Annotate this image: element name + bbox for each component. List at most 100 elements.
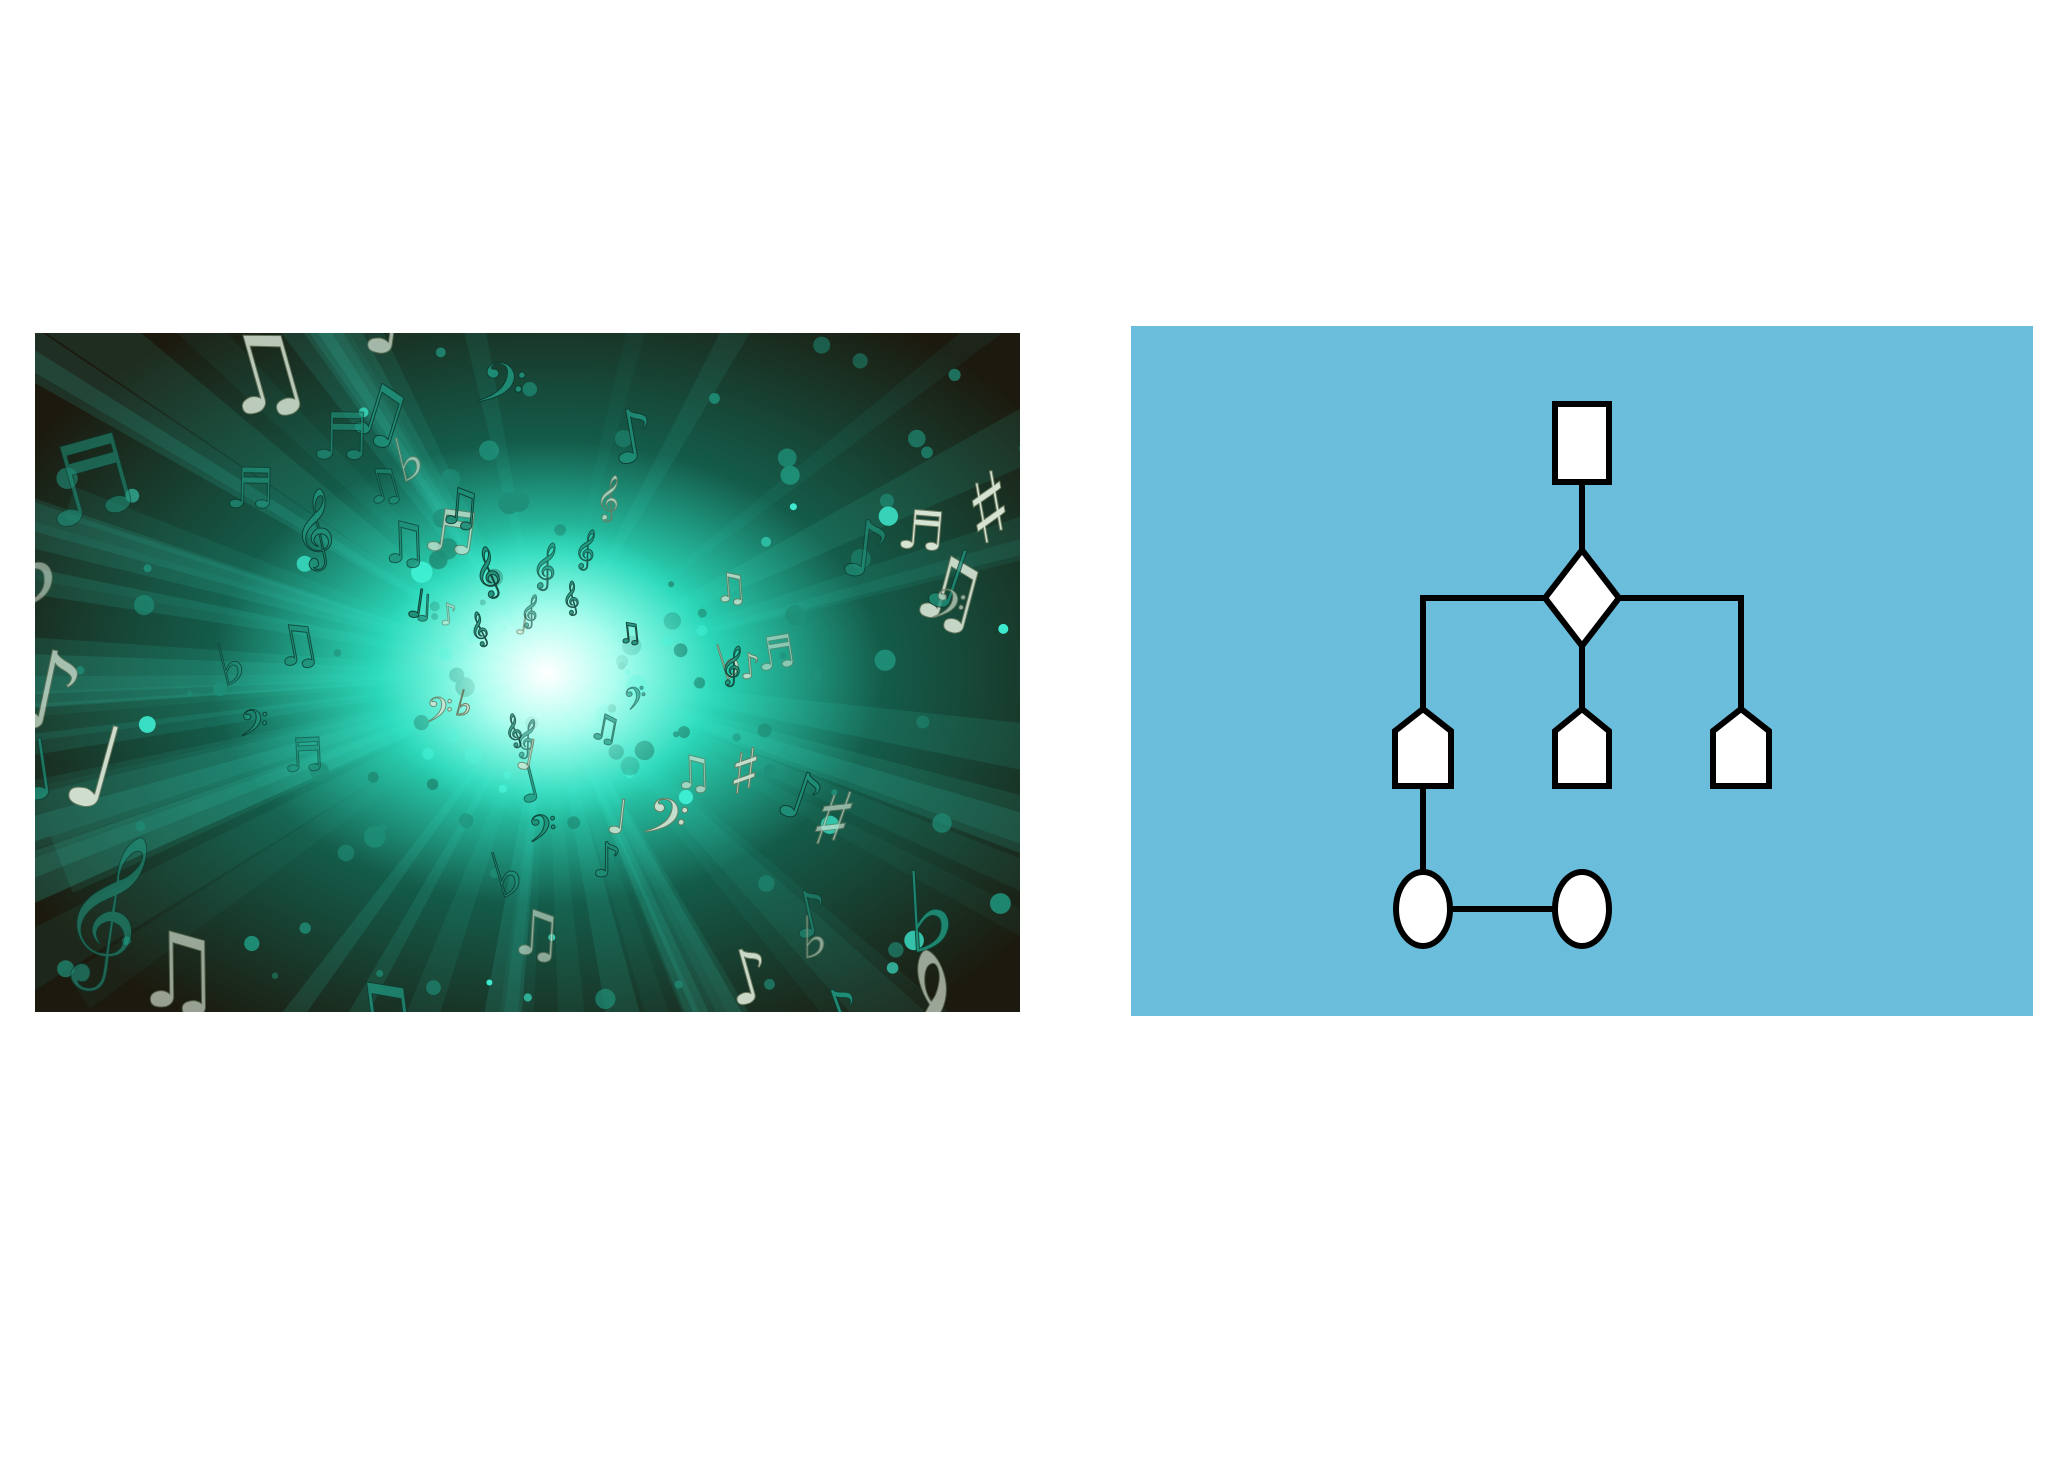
glow-dot: [76, 666, 85, 675]
glow-dot: [878, 506, 899, 526]
music-note-glyph: ♬: [751, 624, 799, 683]
glow-dot: [758, 875, 775, 892]
glow-dot: [125, 488, 140, 503]
music-note-glyph: ♩: [513, 609, 530, 642]
glow-dot: [789, 503, 797, 511]
glow-dot: [187, 690, 193, 697]
connector-decision-right: [1619, 595, 1744, 712]
glow-dot: [299, 922, 311, 934]
music-note-glyph: ♩: [414, 587, 434, 631]
glow-dot: [435, 347, 446, 358]
glow-dot: [810, 669, 822, 681]
music-note-glyph: ♬: [310, 400, 369, 476]
glow-dot: [522, 382, 537, 397]
music-note-glyph: ♪: [591, 833, 622, 889]
glow-dot: [761, 536, 772, 547]
music-note-glyph: ♬: [224, 456, 276, 522]
process-pentagon-left: [1392, 705, 1454, 789]
music-notes-illustration: 𝄞𝄢♫♭♩♪𝄞♯♬♬♫♫♩♬♪♬♯♪♯♭♪𝄞♫♫♪♩♪♪𝄢𝄞𝄞♪♩♩♬♩♬♪♪♪…: [35, 333, 1020, 1012]
glow-dot: [376, 970, 384, 977]
glow-dot: [710, 825, 718, 834]
glow-dot: [57, 960, 75, 978]
glow-dot: [780, 465, 800, 485]
glow-dot: [831, 789, 838, 796]
glow-dot: [523, 993, 532, 1002]
glow-dot: [886, 962, 899, 974]
glow-dot: [921, 446, 933, 459]
music-note-glyph: ♫: [377, 509, 430, 577]
glow-dot: [498, 492, 521, 515]
glow-dot: [916, 715, 930, 729]
flowchart-diagram: [1131, 326, 2033, 1016]
glow-dot: [990, 893, 1011, 914]
light-core: [377, 523, 717, 823]
music-note-glyph: ♫: [130, 909, 225, 1012]
music-note-glyph: ♫: [266, 609, 326, 681]
glow-dot: [358, 407, 369, 418]
terminal-ellipse-right: [1552, 869, 1612, 949]
light-ray: [35, 673, 547, 904]
glow-dot: [271, 972, 279, 979]
glow-dot: [490, 868, 500, 878]
glow-dot: [732, 733, 741, 742]
glow-dot: [764, 978, 775, 990]
glow-dot: [364, 826, 386, 848]
glow-dot: [614, 430, 633, 448]
music-notes-image: 𝄞𝄢♫♭♩♪𝄞♯♬♬♫♫♩♬♪♬♯♪♯♭♪𝄞♫♫♪♩♪♪𝄢𝄞𝄞♪♩♩♬♩♬♪♪♪…: [35, 333, 1020, 1012]
glow-dot: [998, 623, 1009, 634]
music-note-glyph: ♭: [901, 847, 961, 980]
glow-dot: [122, 936, 131, 946]
glow-dot: [908, 429, 926, 448]
music-note-glyph: ♬: [420, 494, 482, 570]
glow-dot: [595, 988, 616, 1010]
music-note-glyph: ♫: [585, 706, 624, 752]
glow-dot: [296, 555, 313, 572]
glow-dot: [1018, 445, 1020, 451]
glow-dot: [785, 604, 806, 626]
music-note-glyph: ♫: [325, 955, 434, 1012]
glow-dot: [367, 771, 379, 783]
music-note-glyph: ♫: [199, 333, 325, 446]
terminal-ellipse-left: [1393, 869, 1453, 949]
glow-dot: [757, 723, 772, 738]
music-note-glyph: ♬: [894, 498, 947, 565]
music-note-glyph: ♫: [435, 476, 485, 538]
glow-dot: [874, 649, 896, 671]
music-note-glyph: ♯: [957, 450, 1020, 568]
glow-dot: [888, 942, 904, 958]
music-note-glyph: ♪: [437, 597, 459, 634]
process-pentagon-middle: [1552, 705, 1612, 789]
start-rectangle: [1552, 401, 1612, 485]
process-pentagon-right: [1710, 705, 1772, 789]
music-note-glyph: 𝄢: [425, 690, 453, 739]
glow-dot: [426, 980, 441, 996]
light-ray: [547, 673, 750, 1012]
glow-dot: [820, 815, 840, 834]
glow-dot: [852, 353, 868, 369]
glow-dot: [134, 595, 155, 616]
light-ray: [35, 637, 547, 695]
glow-dot: [850, 549, 871, 569]
glow-dot: [459, 813, 474, 828]
glow-dot: [432, 508, 452, 528]
glow-dot: [779, 652, 787, 660]
music-note-glyph: ♪: [836, 503, 895, 598]
music-note-glyph: 𝄞: [294, 488, 336, 571]
music-note-glyph: ♫: [506, 896, 567, 972]
music-note-glyph: 𝄢: [527, 806, 559, 861]
glow-dot: [904, 930, 924, 951]
music-note-glyph: ♫: [711, 564, 750, 613]
glow-dot: [135, 821, 146, 832]
flowchart-image: [1131, 326, 2033, 1016]
glow-dot: [440, 469, 461, 489]
connector-decision-left: [1420, 595, 1545, 712]
music-note-glyph: ♪: [737, 646, 763, 688]
glow-dot: [479, 440, 500, 461]
music-note-glyph: 𝄞: [571, 527, 600, 572]
music-note-glyph: 𝄞: [561, 580, 581, 616]
music-note-glyph: 𝄢: [238, 701, 268, 755]
music-note-glyph: ♫: [615, 615, 644, 651]
glow-dot: [143, 564, 152, 573]
glow-dot: [813, 336, 831, 354]
